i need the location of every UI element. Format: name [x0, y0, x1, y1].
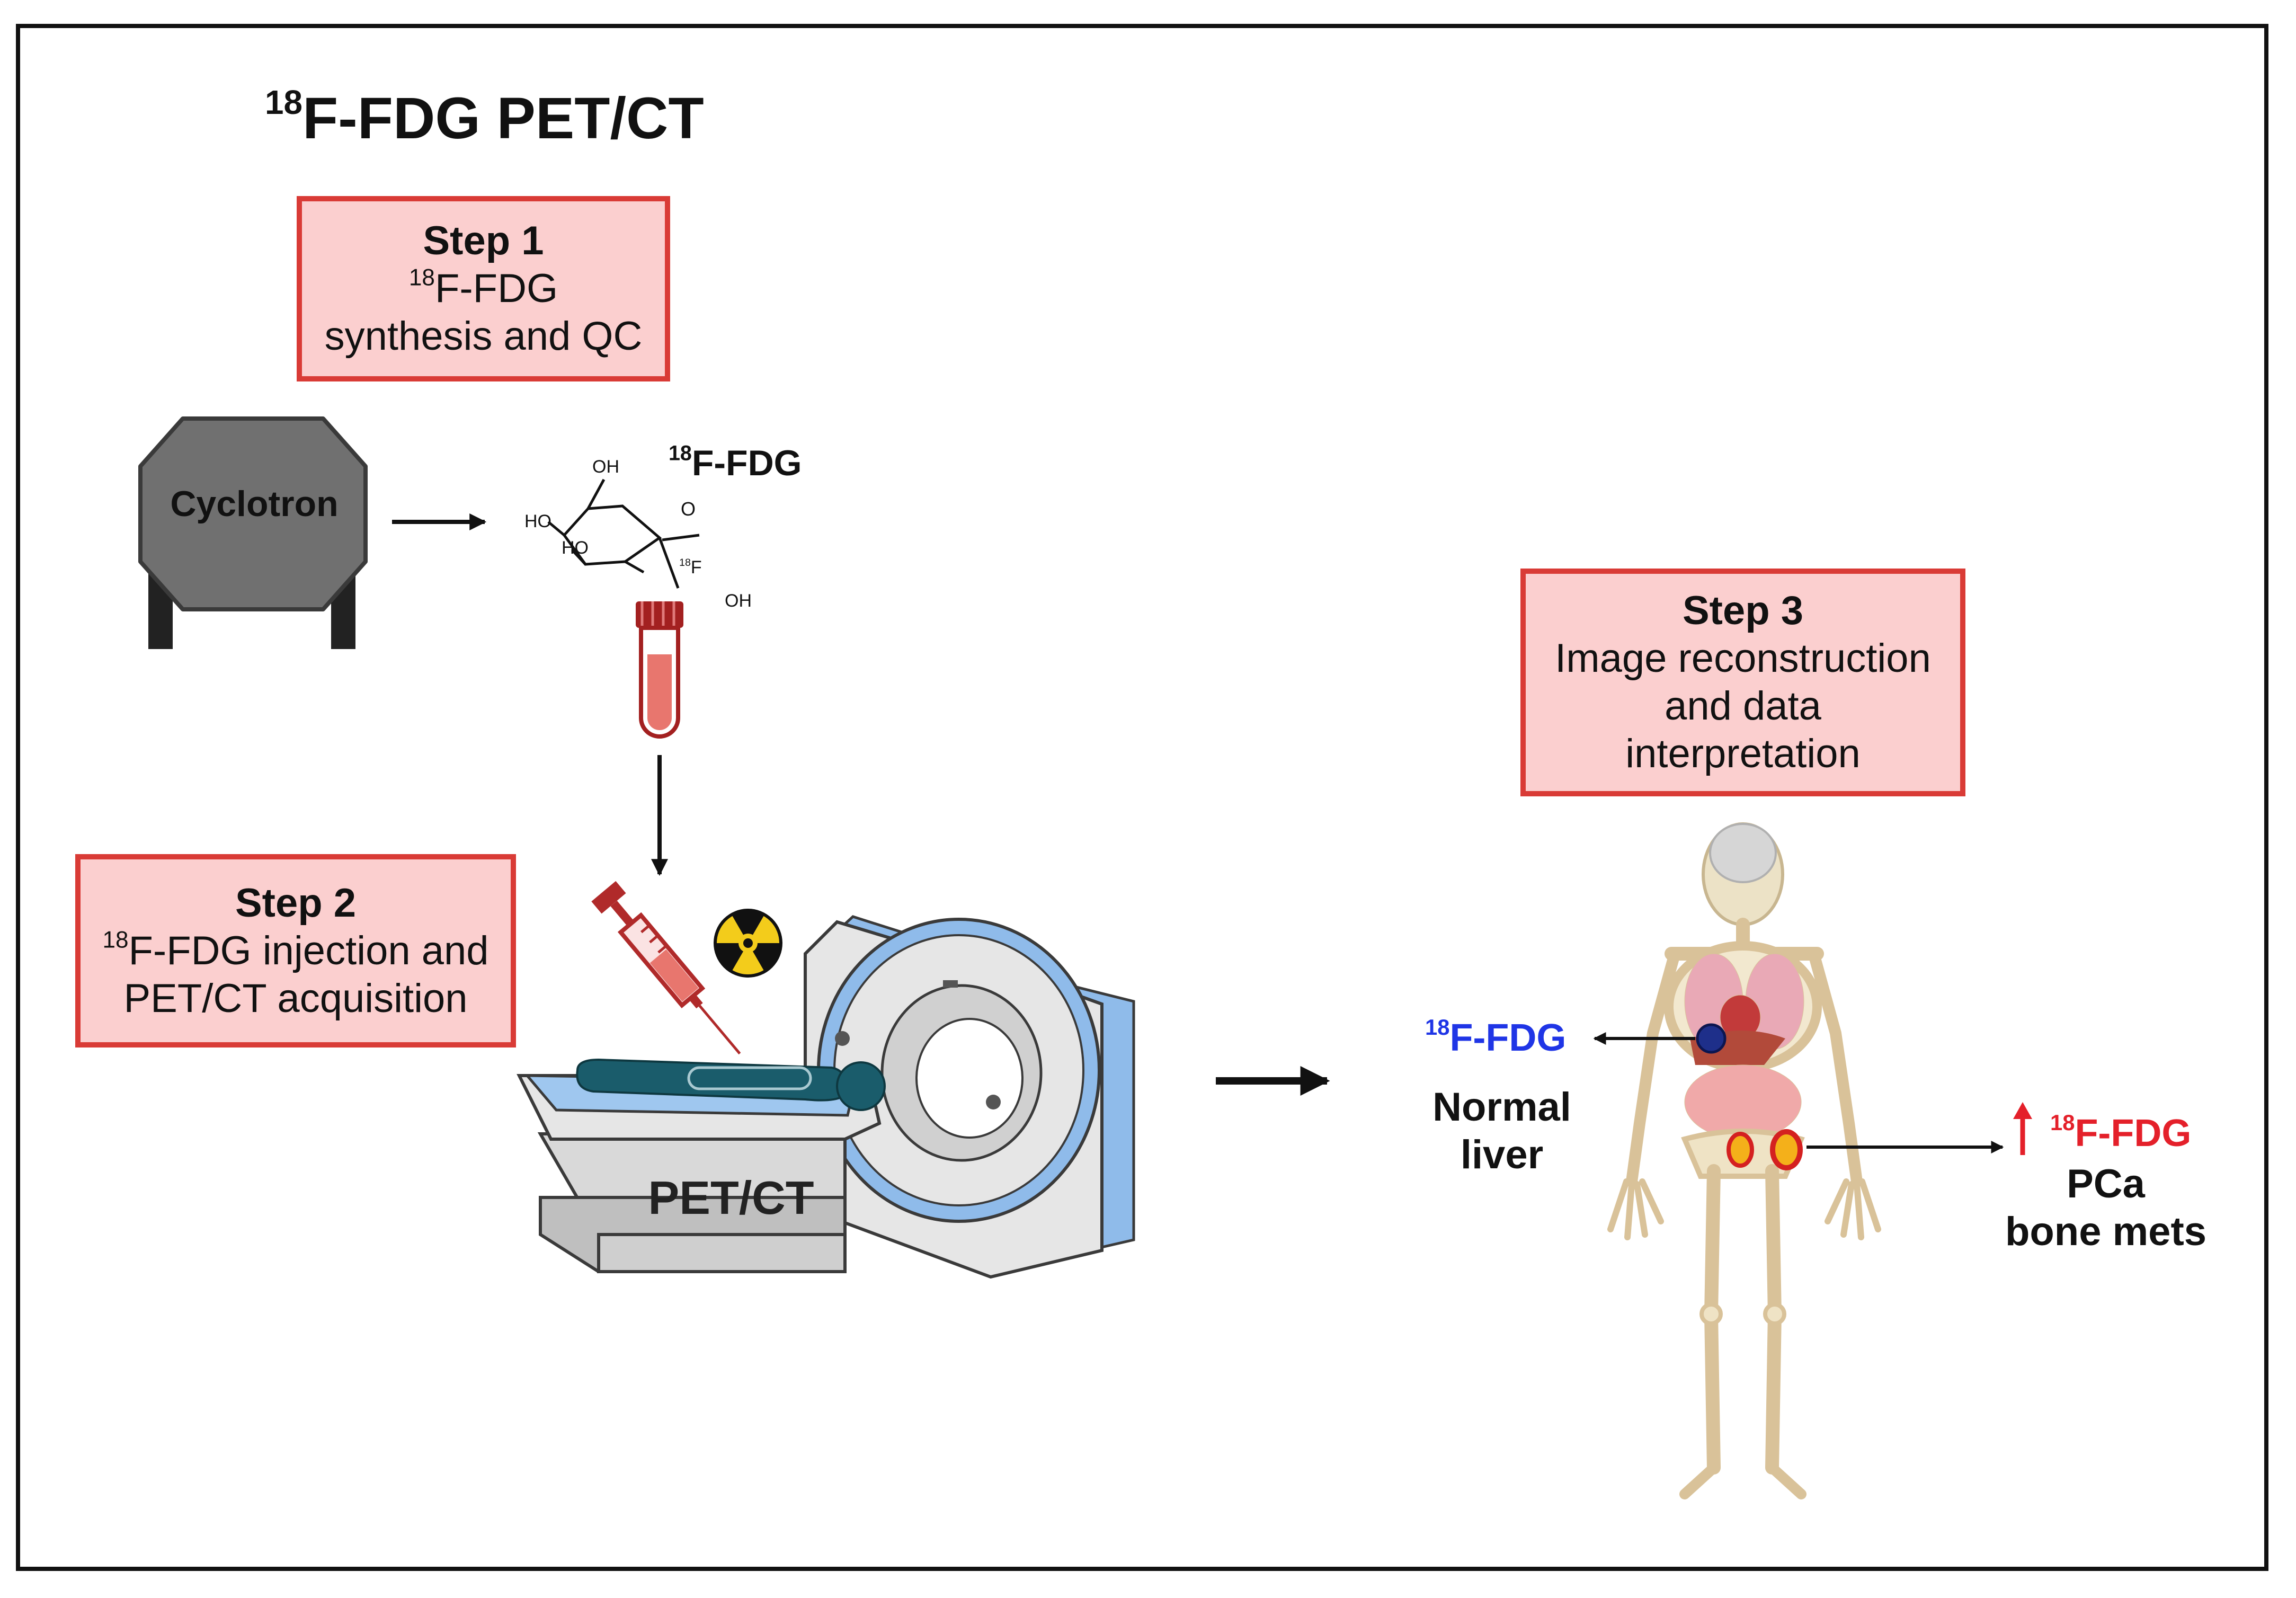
step-1-box: Step 1 18F-FDG synthesis and QC	[297, 196, 670, 381]
step-3-line1: Image reconstruction	[1555, 636, 1931, 681]
step-1-line2: synthesis and QC	[324, 314, 643, 359]
molecule-ho-left: HO	[524, 511, 551, 531]
normal-liver-fdg-text: F-FDG	[1449, 1017, 1567, 1059]
molecule-f-superscript: 18	[679, 556, 691, 569]
fdg-label-text: F-FDG	[691, 443, 802, 483]
molecule-oh-bottom: OH	[725, 591, 752, 611]
cyclotron-icon	[138, 416, 368, 649]
scanner-label: PET/CT	[648, 1171, 814, 1224]
figure-frame	[16, 24, 2268, 1571]
cyclotron-label: Cyclotron	[170, 484, 339, 524]
step-2-line1: 18F-FDG injection and	[102, 927, 488, 975]
syringe-icon	[591, 881, 741, 1055]
step-2-heading: Step 2	[235, 880, 357, 926]
bone-mets-fdg-label: 18F-FDG	[2050, 1112, 2191, 1155]
normal-liver-fdg-superscript: 18	[1425, 1014, 1450, 1040]
fdg-label-superscript: 18	[669, 441, 692, 465]
molecule-ho-mid: HO	[562, 538, 589, 558]
bone-mets-line2: bone mets	[2005, 1209, 2207, 1254]
bone-mets-fdg-text: F-FDG	[2075, 1112, 2192, 1155]
step-3-box: Step 3 Image reconstruction and data int…	[1520, 569, 1965, 796]
human-skeleton-icon	[1607, 822, 1881, 1499]
bone-mets-label: PCa bone mets	[1971, 1160, 2241, 1256]
pet-ct-scanner-icon	[517, 915, 1135, 1279]
step-3-heading: Step 3	[1682, 588, 1804, 633]
step-2-line2: PET/CT acquisition	[123, 975, 468, 1021]
step-1-line1: 18F-FDG	[409, 265, 558, 313]
step-3-line3: interpretation	[1625, 731, 1861, 776]
fdg-molecule-label: 18F-FDG	[669, 442, 802, 484]
fdg-molecule-icon	[547, 478, 700, 589]
bone-mets-fdg-superscript: 18	[2050, 1109, 2075, 1135]
title-superscript: 18	[265, 83, 302, 122]
step-2-line1-text: F-FDG injection and	[128, 928, 489, 973]
molecule-oh-top: OH	[592, 457, 619, 477]
bone-mets-line1: PCa	[2067, 1161, 2145, 1206]
figure-title: 18F-FDG PET/CT	[265, 85, 704, 152]
step-3-line2: and data	[1665, 683, 1821, 729]
step-1-superscript: 18	[408, 264, 435, 291]
up-arrow-icon	[2013, 1102, 2032, 1155]
radiation-icon	[714, 909, 782, 978]
blood-tube-icon	[636, 601, 683, 739]
step-2-superscript: 18	[102, 926, 129, 953]
molecule-o-ring: O	[681, 498, 696, 520]
molecule-fluorine: 18F	[679, 557, 702, 578]
normal-liver-line2: liver	[1460, 1132, 1544, 1177]
step-1-line1-text: F-FDG	[434, 266, 558, 311]
step-2-box: Step 2 18F-FDG injection and PET/CT acqu…	[75, 854, 516, 1047]
molecule-f-text: F	[690, 557, 702, 578]
step-1-heading: Step 1	[423, 218, 544, 263]
normal-liver-line1: Normal	[1432, 1085, 1571, 1130]
title-text: F-FDG PET/CT	[302, 86, 704, 151]
normal-liver-fdg-label: 18F-FDG	[1425, 1016, 1566, 1060]
normal-liver-label: Normal liver	[1388, 1084, 1616, 1179]
